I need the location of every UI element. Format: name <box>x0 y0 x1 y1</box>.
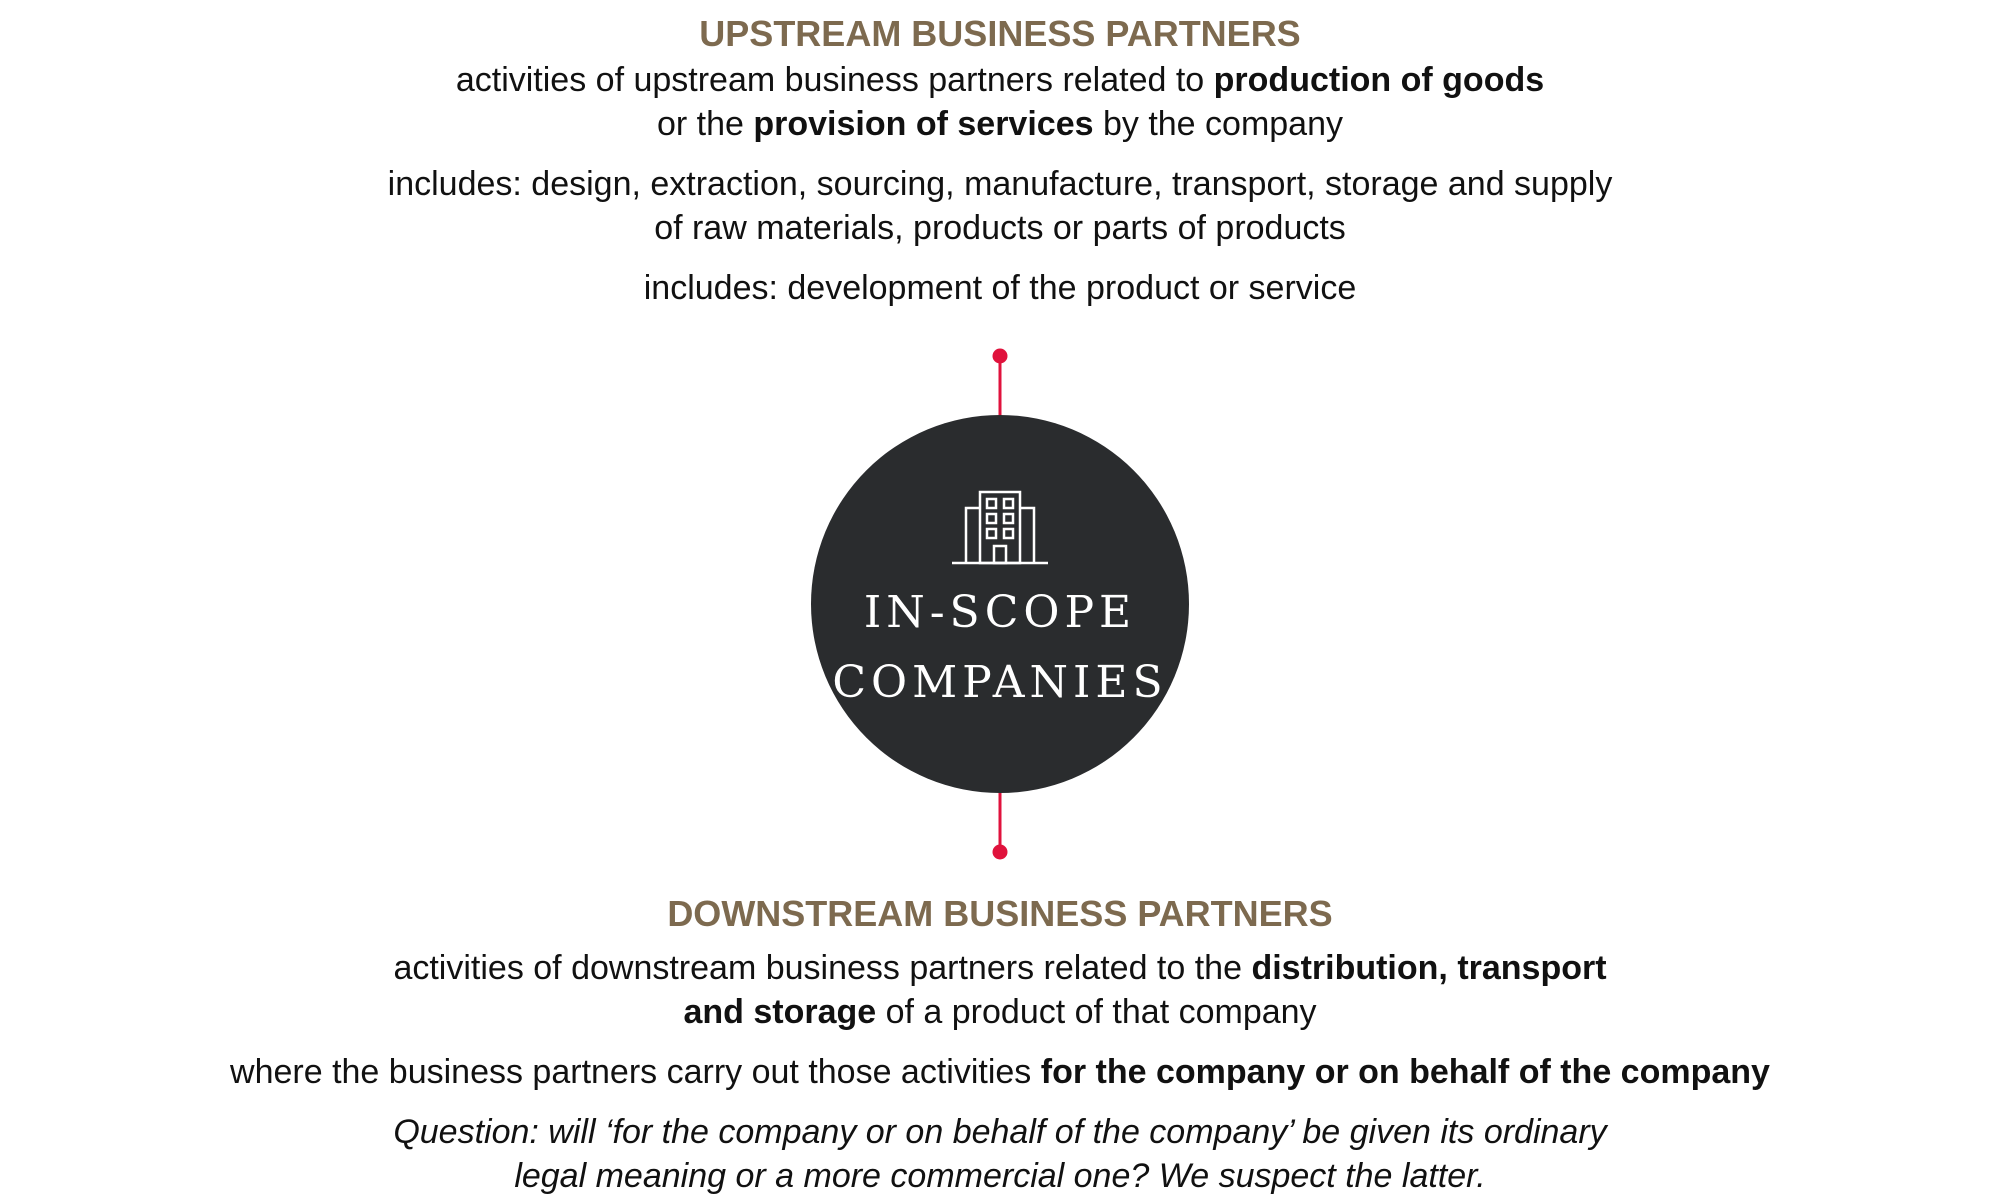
downstream-heading: DOWNSTREAM BUSINESS PARTNERS <box>667 893 1333 934</box>
downstream-connector-dot <box>992 844 1008 860</box>
upstream-connector-dot <box>992 348 1008 364</box>
upstream-line-3: includes: design, extraction, sourcing, … <box>387 165 1613 203</box>
circle-label-line-1: IN-SCOPE <box>863 587 1137 638</box>
downstream-line-2: and storage of a product of that company <box>0 990 2000 1034</box>
upstream-line-2-post: by the company <box>1093 105 1343 143</box>
circle-label-line-2: COMPANIES <box>832 657 1168 708</box>
upstream-line-5: includes: development of the product or … <box>643 269 1357 307</box>
downstream-line-1-bold: distribution, transport <box>1251 949 1607 987</box>
upstream-line-2-pre: or the <box>656 105 754 143</box>
upstream-line-1-text: activities of upstream business partners… <box>455 61 1214 99</box>
upstream-line-1-bold: production of goods <box>1213 61 1545 99</box>
downstream-line-2-bold: and storage <box>683 993 877 1031</box>
downstream-question-line-1: Question: will ‘for the company or on be… <box>393 1113 1607 1151</box>
downstream-line-3-bold: for the company or on behalf of the comp… <box>1040 1053 1770 1091</box>
downstream-line-1-text: activities of downstream business partne… <box>393 949 1252 987</box>
in-scope-companies-label: IN-SCOPE COMPANIES <box>810 578 1190 718</box>
downstream-line-2-post: of a product of that company <box>876 993 1317 1031</box>
building-icon <box>952 490 1048 565</box>
downstream-section: DOWNSTREAM BUSINESS PARTNERS activities … <box>0 890 2000 1198</box>
upstream-line-2: or the provision of services by the comp… <box>0 102 2000 146</box>
upstream-line-2-bold: provision of services <box>753 105 1094 143</box>
downstream-line-3: where the business partners carry out th… <box>0 1050 2000 1094</box>
upstream-line-1: activities of upstream business partners… <box>0 58 2000 102</box>
upstream-heading: UPSTREAM BUSINESS PARTNERS <box>699 13 1301 54</box>
upstream-line-4: of raw materials, products or parts of p… <box>654 209 1346 247</box>
downstream-line-3-text: where the business partners carry out th… <box>230 1053 1041 1091</box>
downstream-question-line-2: legal meaning or a more commercial one? … <box>514 1157 1486 1195</box>
downstream-line-1: activities of downstream business partne… <box>0 946 2000 990</box>
upstream-section: UPSTREAM BUSINESS PARTNERS activities of… <box>0 10 2000 310</box>
